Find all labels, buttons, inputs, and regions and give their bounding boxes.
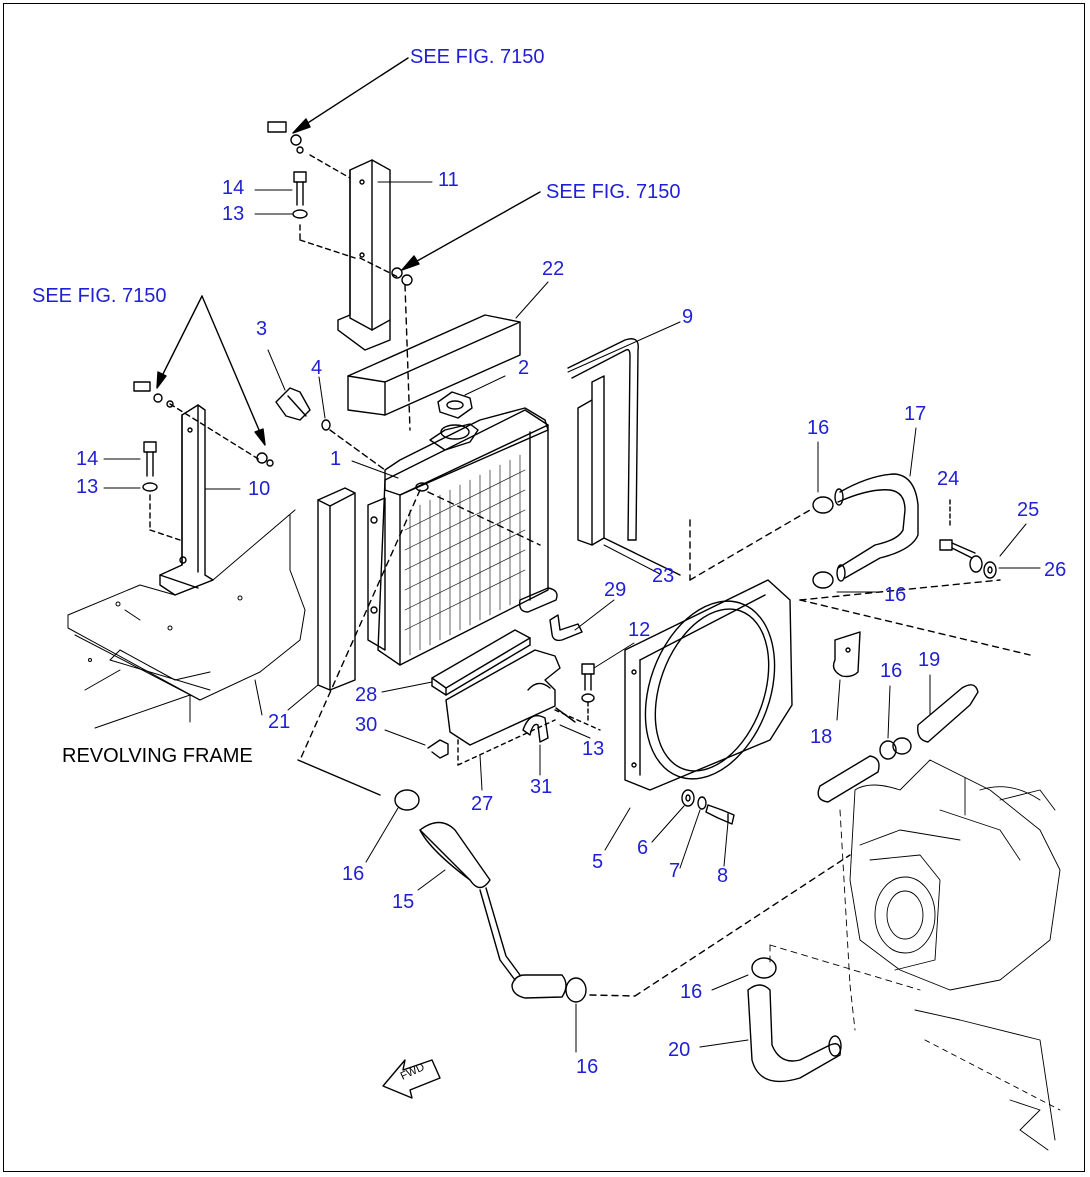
- callout-16-upper-hose-bottom: 16: [884, 584, 907, 606]
- see-fig-reference-middle: SEE FIG. 7150: [546, 181, 681, 203]
- callout-29: 29: [604, 579, 627, 601]
- callout-30: 30: [355, 714, 378, 736]
- callout-16-lower-hose: 16: [342, 863, 365, 885]
- callout-27: 27: [471, 793, 494, 815]
- callout-12: 12: [628, 619, 651, 641]
- callout-7: 7: [669, 860, 681, 882]
- callout-22: 22: [542, 258, 565, 280]
- callout-13-bolt-12: 13: [582, 738, 605, 760]
- page-border: [3, 3, 1085, 1172]
- callout-14-upper: 14: [222, 177, 245, 199]
- callout-16-hose-20: 16: [680, 981, 703, 1003]
- callout-16-hose-19: 16: [880, 660, 903, 682]
- hose-20: [747, 957, 842, 1083]
- callout-20: 20: [668, 1039, 691, 1061]
- callout-18: 18: [810, 726, 833, 748]
- fan-shroud-5: [624, 579, 793, 791]
- lower-hose-15: [297, 759, 851, 1003]
- callout-9: 9: [682, 306, 694, 328]
- callout-4: 4: [311, 357, 323, 379]
- overflow-hose-9: [567, 338, 639, 541]
- callout-8: 8: [717, 865, 729, 887]
- see-fig-reference-top: SEE FIG. 7150: [410, 46, 545, 68]
- revolving-frame: [67, 509, 306, 729]
- callout-31: 31: [530, 776, 553, 798]
- foam-block-22: [347, 314, 521, 416]
- clips: [427, 614, 583, 759]
- callout-24: 24: [937, 468, 960, 490]
- callout-25: 25: [1017, 499, 1040, 521]
- side-seal-21: [317, 487, 356, 691]
- callout-2: 2: [518, 357, 530, 379]
- callout-16-upper-hose-top: 16: [807, 417, 830, 439]
- reference-arrows: [156, 57, 541, 446]
- drain-plug-3: [275, 387, 386, 471]
- callout-3: 3: [256, 318, 268, 340]
- callout-26: 26: [1044, 559, 1067, 581]
- upper-bracket-11: [267, 121, 413, 431]
- engine-outline: [769, 759, 1061, 1151]
- clamp-18: [832, 631, 861, 678]
- callout-1: 1: [330, 448, 342, 470]
- callout-6: 6: [637, 837, 649, 859]
- radiator-cap-2: [437, 391, 473, 419]
- see-fig-reference-left: SEE FIG. 7150: [32, 285, 167, 307]
- bolt-12: [581, 663, 595, 721]
- fwd-arrow: [382, 1059, 441, 1099]
- callout-11: 11: [438, 169, 459, 191]
- upper-hose-17: [689, 473, 1031, 656]
- revolving-frame-label: REVOLVING FRAME: [62, 745, 253, 767]
- leader-lines: [103, 181, 1041, 1053]
- callout-17: 17: [904, 403, 927, 425]
- callout-16-bottom: 16: [576, 1056, 599, 1078]
- radiator-core-1: [299, 407, 558, 761]
- callout-21: 21: [268, 711, 291, 733]
- callout-15: 15: [392, 891, 415, 913]
- seal-strip-23: [577, 375, 681, 576]
- lower-seals: [431, 629, 601, 766]
- callout-10: 10: [248, 478, 271, 500]
- hose-19: [817, 684, 979, 803]
- callout-5: 5: [592, 851, 604, 873]
- callout-14-lower: 14: [76, 448, 99, 470]
- callout-19: 19: [918, 649, 941, 671]
- callout-28: 28: [355, 684, 378, 706]
- callout-23: 23: [652, 565, 675, 587]
- callout-13-upper: 13: [222, 203, 245, 225]
- bolt-24: [939, 499, 997, 579]
- shroud-fasteners: [681, 789, 735, 825]
- callout-13-lower: 13: [76, 476, 99, 498]
